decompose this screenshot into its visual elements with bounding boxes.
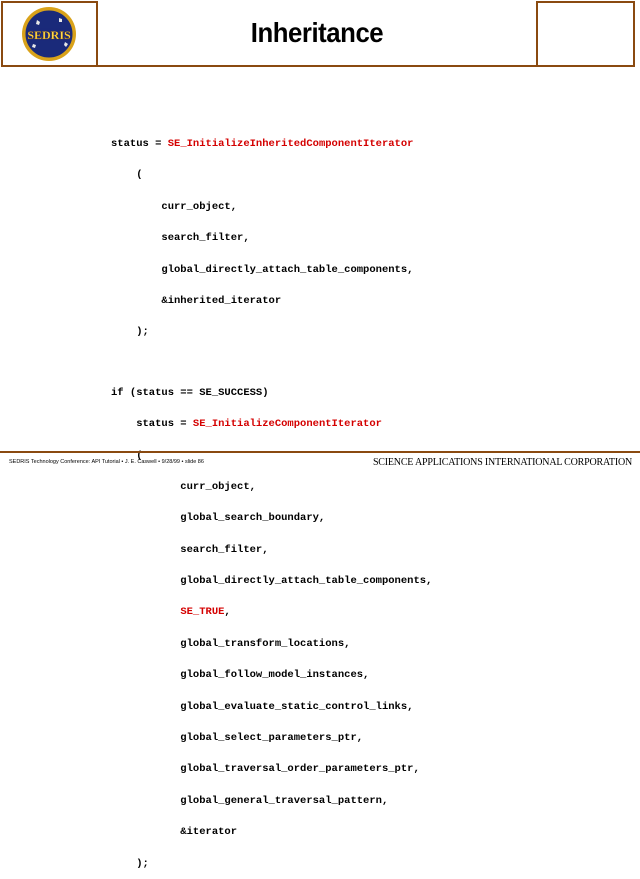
function-name-highlight: SE_InitializeInheritedComponentIterator (167, 138, 414, 150)
logo-frame: SEDRIS (1, 1, 98, 67)
code-line: global_follow_model_instances, (111, 669, 370, 682)
title-band: Inheritance (98, 1, 536, 67)
slide-title: Inheritance (250, 17, 384, 48)
code-line: curr_object, (111, 480, 256, 493)
code-line: ); (111, 326, 149, 339)
function-name-highlight: SE_InitializeComponentIterator (192, 418, 382, 431)
code-line: global_select_parameters_ptr, (111, 732, 364, 745)
code-line: &inherited_iterator (111, 294, 282, 307)
code-line: status = SE_InitializeComponentIterator (111, 418, 382, 431)
logo-text: SEDRIS (27, 28, 71, 42)
right-header-box (536, 1, 635, 67)
code-line: status = SE_InitializeInheritedComponent… (111, 138, 414, 150)
code-line: ( (111, 169, 143, 182)
constant-highlight: SE_TRUE (180, 606, 225, 619)
footer-divider (0, 451, 640, 453)
footer-company-name: SCIENCE APPLICATIONS INTERNATIONAL CORPO… (372, 457, 632, 468)
code-line: &iterator (111, 826, 238, 839)
code-line: SE_TRUE, (180, 606, 231, 619)
code-line: curr_object, (111, 200, 238, 213)
slide-header: SEDRIS Inheritance (0, 0, 640, 70)
code-line: global_traversal_order_parameters_ptr, (111, 763, 420, 776)
code-line: global_general_traversal_pattern, (111, 794, 389, 807)
code-line: search_filter, (111, 232, 250, 245)
code-listing: status = SE_InitializeInheritedComponent… (111, 118, 432, 879)
code-line: ( (111, 449, 143, 462)
code-gap (111, 359, 432, 367)
code-line: search_filter, (111, 543, 269, 556)
code-line: global_evaluate_static_control_links, (111, 700, 414, 713)
sedris-logo: SEDRIS (22, 7, 76, 61)
code-line: global_search_boundary, (111, 512, 326, 525)
code-line: global_directly_attach_table_components, (111, 263, 414, 276)
code-line: if (status == SE_SUCCESS) (111, 386, 269, 399)
code-line: ); (111, 857, 149, 870)
code-line: global_directly_attach_table_components, (111, 575, 433, 588)
code-line: global_transform_locations, (111, 637, 351, 650)
footer-conference-info: SEDRIS Technology Conference: API Tutori… (9, 459, 204, 465)
